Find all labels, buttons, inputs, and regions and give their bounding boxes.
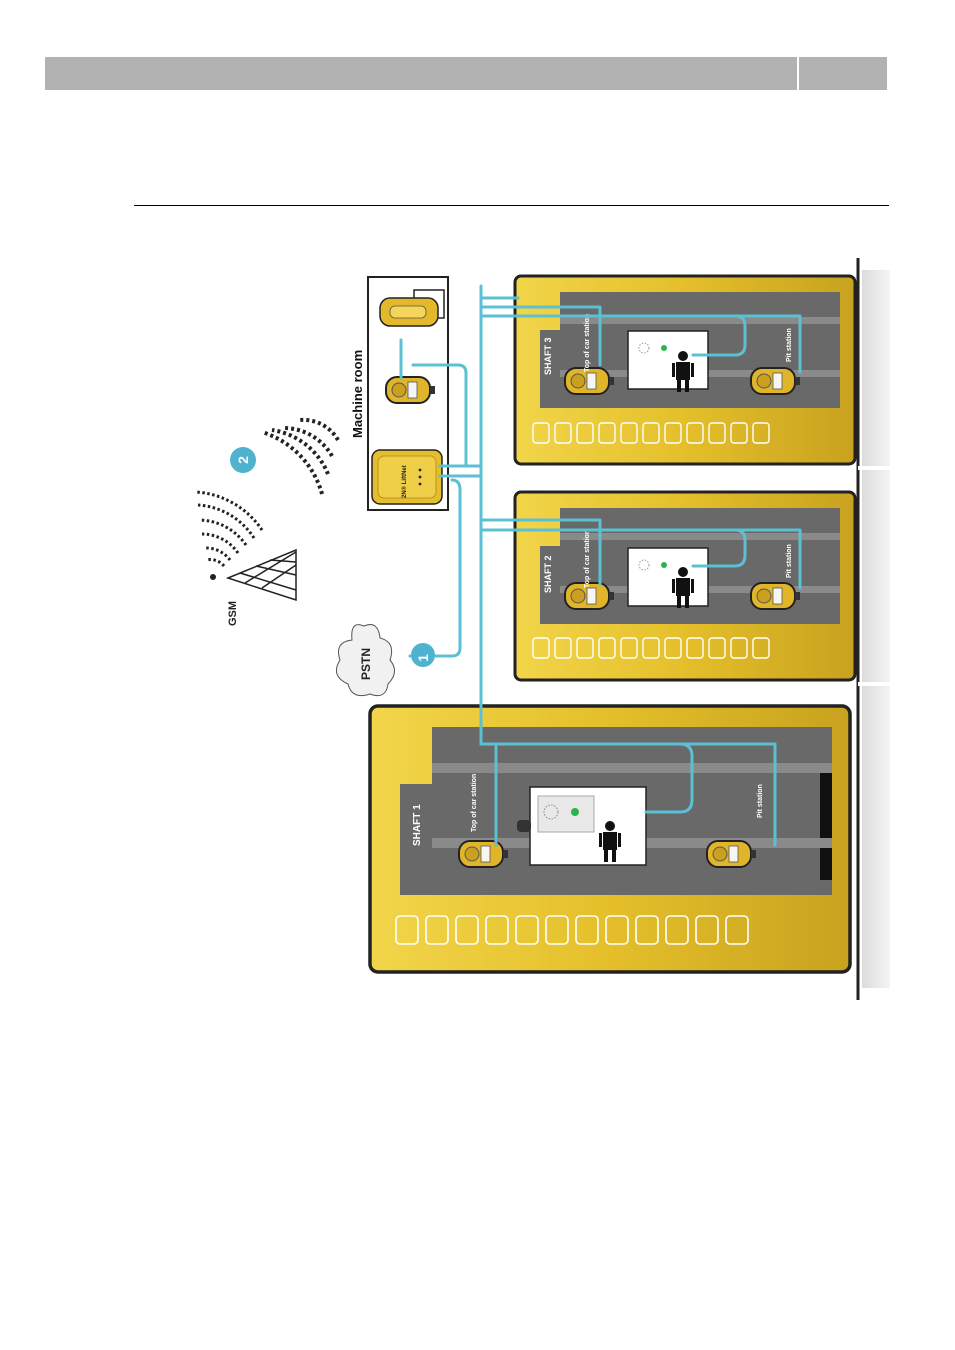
machine-room: 2N® LiftNet Machine room [350,277,448,510]
top-of-car-station-label: Top of car station [584,530,591,588]
pit-station-label: Pit station [786,328,793,362]
gsm-tower-icon: GSM [196,492,296,626]
shaft-name: SHAFT 3 [543,337,553,375]
shaft-name: SHAFT 1 [412,804,423,846]
pit-station-label: Pit station [757,784,764,818]
top-of-car-station-label: Top of car station [471,774,478,832]
pstn-cloud: PSTN [336,625,394,696]
pit-station-label: Pit station [786,544,793,578]
signal-waves-icon [262,420,338,494]
gsm-label: GSM [227,601,239,626]
pstn-label: PSTN [359,648,373,680]
badge-1: 1 [411,643,435,667]
badge-2: 2 [230,447,256,473]
top-of-car-station-label: Top of car station [584,314,591,372]
svg-text:1: 1 [415,654,431,662]
building-wall [862,270,890,988]
shaft-name: SHAFT 2 [543,555,553,593]
shaft-1: SHAFT 1 Top of car station Pit station [370,706,850,972]
shaft-3: SHAFT 3 Top of car station Pit station [515,276,855,464]
lift-device-label: 2N® LiftNet [401,465,408,498]
machine-room-label: Machine room [350,350,365,438]
svg-text:2: 2 [235,456,251,464]
